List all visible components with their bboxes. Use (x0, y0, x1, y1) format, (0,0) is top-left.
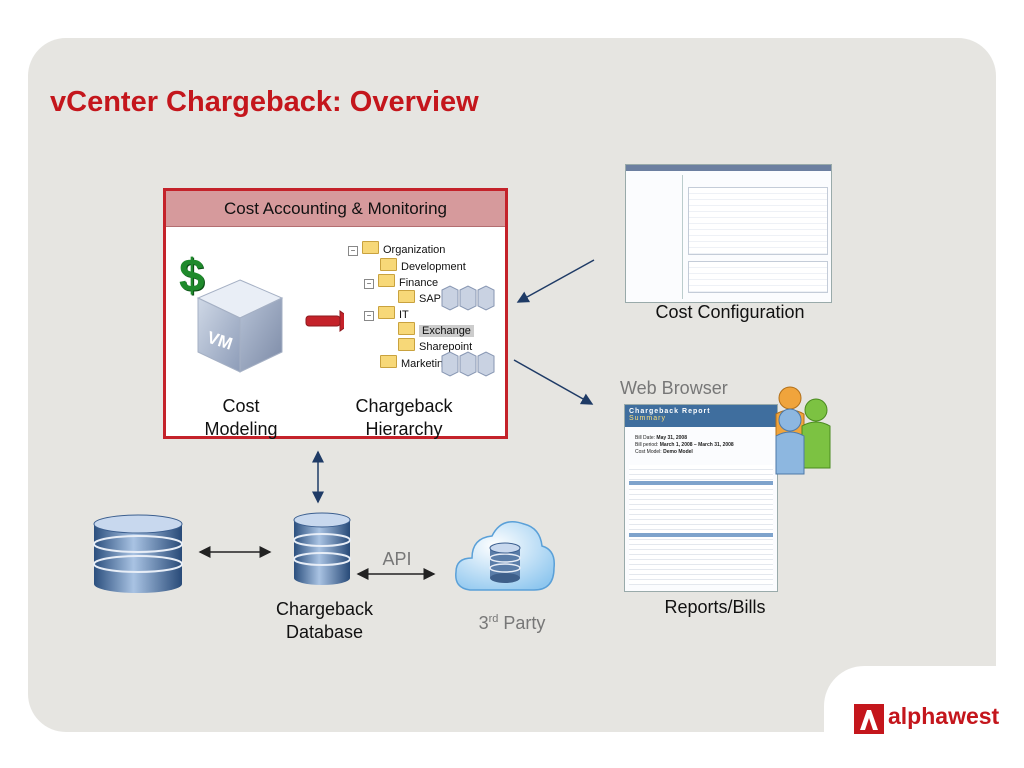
alphawest-logo: alphawest (888, 703, 1000, 729)
folder-icon (398, 290, 415, 303)
report-subtitle: Summary (629, 415, 666, 422)
tree-item-sap[interactable]: SAP (398, 290, 441, 306)
dollar-icon: $ (179, 249, 205, 301)
cloud-icon (455, 521, 555, 591)
chargeback-database-icon (293, 512, 351, 585)
tree-item-sharepoint[interactable]: Sharepoint (398, 338, 472, 354)
folder-icon (380, 258, 397, 271)
folder-icon (362, 241, 379, 254)
report-title: Chargeback Report (629, 408, 711, 415)
third-party-label: 3rd Party (478, 613, 546, 633)
vm-cube-icon: VM (196, 279, 284, 373)
api-label: API (382, 549, 412, 569)
tree-item-marketing[interactable]: Marketing (380, 355, 449, 371)
folder-icon (398, 322, 415, 335)
chargeback-hierarchy-label: Chargeback Hierarchy (355, 396, 453, 439)
report-meta: Bill Date: May 31, 2008 Bill period: Mar… (635, 435, 734, 455)
users-icon (775, 386, 831, 475)
tree-item-finance[interactable]: −Finance (364, 274, 438, 290)
alphawest-logo-icon (854, 704, 884, 734)
tree-item-organization[interactable]: −Organization (348, 241, 445, 257)
slide-title: vCenter Chargeback: Overview (50, 86, 479, 118)
chargeback-database-label: Chargeback Database (275, 599, 374, 642)
tree-item-development[interactable]: Development (380, 258, 466, 274)
database-icon (93, 514, 183, 593)
vm-group-icon (441, 285, 495, 311)
cost-modeling-label: Cost Modeling (204, 396, 278, 439)
cost-configuration-label: Cost Configuration (655, 302, 805, 322)
vm-group-icon (441, 351, 495, 377)
web-browser-label: Web Browser (620, 378, 728, 398)
cost-accounting-header: Cost Accounting & Monitoring (166, 191, 505, 227)
chargeback-report-screenshot: Chargeback Report Summary Bill Date: May… (624, 404, 778, 592)
tree-item-exchange[interactable]: Exchange (398, 322, 474, 338)
tree-item-it[interactable]: −IT (364, 306, 409, 322)
folder-icon (378, 306, 395, 319)
folder-icon (398, 338, 415, 351)
cost-configuration-screenshot (625, 164, 832, 303)
reports-bills-label: Reports/Bills (664, 597, 766, 617)
folder-icon (378, 274, 395, 287)
folder-icon (380, 355, 397, 368)
